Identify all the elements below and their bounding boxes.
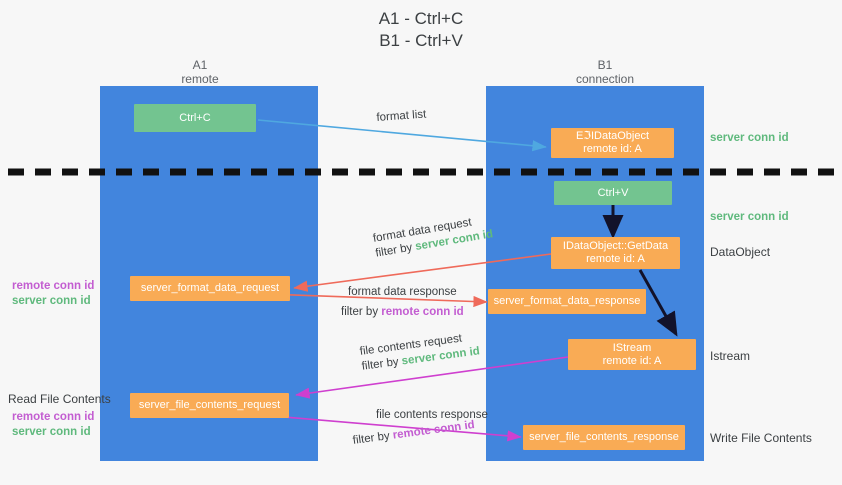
node-ctrl-v[interactable]: Ctrl+V <box>554 181 672 205</box>
right-label-istream: Istream <box>710 349 751 363</box>
right-label-server-conn-id-2: server conn id <box>710 211 789 223</box>
edge-label-file-contents-request: file contents request filter by server c… <box>359 329 481 374</box>
node-server-format-data-response[interactable]: server_format_data_response <box>488 289 646 314</box>
node-idataobject-create-label: ЕℑIDataObject <box>575 130 650 142</box>
edge-label-format-data-response-key: remote conn id <box>381 306 464 318</box>
node-istream-label: IStream <box>612 341 652 354</box>
left-label-remote-conn-id-2: remote conn id <box>12 411 95 423</box>
node-server-format-data-response-label: server_format_data_response <box>493 295 641 307</box>
left-label-remote-conn-id-1: remote conn id <box>12 280 95 292</box>
page-title: A1 - Ctrl+C B1 - Ctrl+V <box>0 8 842 52</box>
edge-label-file-contents-response-line1: file contents response <box>376 409 488 421</box>
right-label-server-conn-id-1: server conn id <box>710 132 789 144</box>
title-line-2: B1 - Ctrl+V <box>379 31 463 50</box>
node-server-file-contents-response-label: server_file_contents_response <box>529 431 679 443</box>
node-ctrl-c[interactable]: Ctrl+C <box>134 104 256 132</box>
lane-a1-name: A1 <box>192 58 208 72</box>
node-istream-sublabel: remote id: A <box>602 354 662 367</box>
node-ctrl-v-label: Ctrl+V <box>597 186 629 199</box>
edge-label-format-list: format list <box>376 108 427 124</box>
edge-label-file-contents-response-line1-wrap: file contents response <box>376 408 488 423</box>
node-getdata-label: IDataObject::GetData <box>562 240 669 252</box>
edge-label-format-data-response-prefix: filter by <box>341 306 382 318</box>
node-server-file-contents-request-label: server_file_contents_request <box>138 399 281 411</box>
node-server-format-data-request[interactable]: server_format_data_request <box>130 276 290 301</box>
lane-b1-role: connection <box>575 72 635 86</box>
right-label-dataobject: DataObject <box>710 245 771 259</box>
title-line-1: A1 - Ctrl+C <box>378 9 464 28</box>
node-getdata[interactable]: IDataObject::GetData remote id: A <box>551 237 680 269</box>
node-idataobject-create[interactable]: ЕℑIDataObject remote id: A <box>551 128 674 158</box>
left-label-server-conn-id-2: server conn id <box>12 426 91 438</box>
node-ctrl-c-label: Ctrl+C <box>179 111 211 124</box>
node-server-format-data-request-label: server_format_data_request <box>140 282 280 294</box>
lane-header-b1: B1 connection <box>540 58 670 86</box>
edge-label-file-contents-response-prefix: filter by <box>352 429 394 447</box>
left-label-server-conn-id-1: server conn id <box>12 295 91 307</box>
lane-b1-name: B1 <box>597 58 613 72</box>
node-getdata-sublabel: remote id: A <box>586 253 645 265</box>
left-label-conn-id-pair-1: remote conn id server conn id <box>12 279 94 309</box>
node-server-file-contents-request[interactable]: server_file_contents_request <box>130 393 289 418</box>
lane-header-a1: A1 remote <box>140 58 260 86</box>
node-istream[interactable]: IStream remote id: A <box>568 339 696 370</box>
left-label-conn-id-pair-2: remote conn id server conn id <box>12 410 94 440</box>
lane-a1-role: remote <box>181 72 219 86</box>
edge-label-format-data-request: format data request filter by server con… <box>372 212 494 261</box>
node-idataobject-create-sublabel: remote id: A <box>583 143 642 155</box>
left-label-read-file-contents: Read File Contents <box>8 392 111 406</box>
edge-label-format-data-response: format data response filter by remote co… <box>341 285 464 320</box>
edge-label-file-contents-request-prefix: filter by <box>361 355 403 373</box>
node-server-file-contents-response[interactable]: server_file_contents_response <box>523 425 685 450</box>
edge-label-format-data-response-line1: format data response <box>348 286 457 298</box>
right-label-write-file-contents: Write File Contents <box>710 431 812 445</box>
